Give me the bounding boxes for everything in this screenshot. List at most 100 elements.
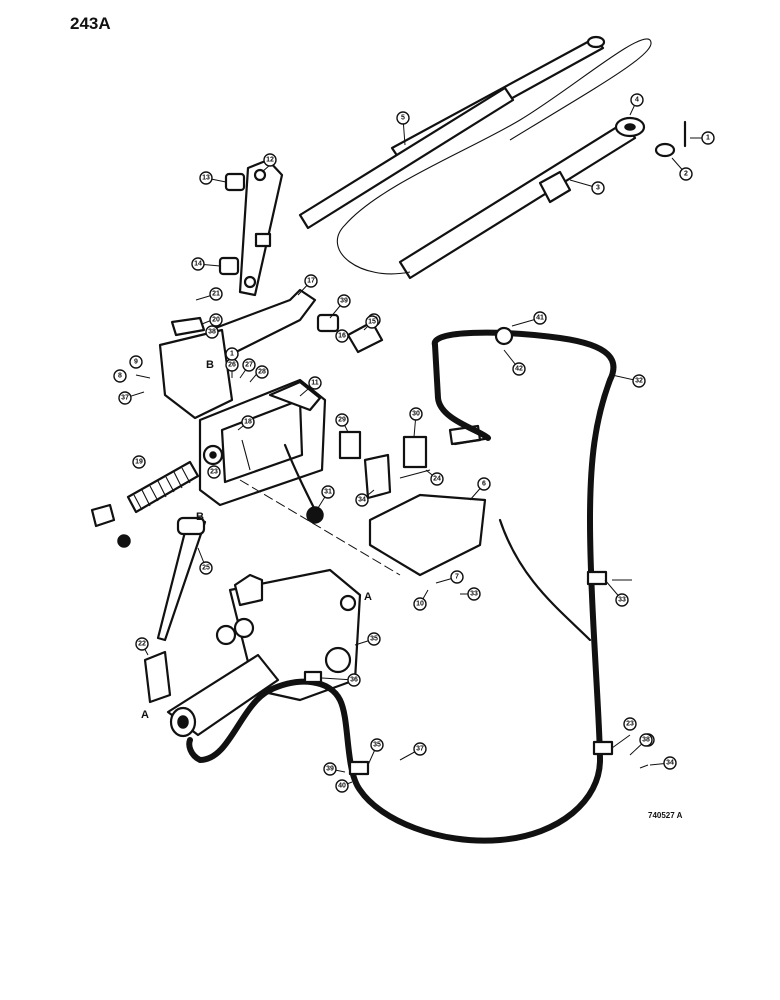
callout-3: 3 — [591, 181, 605, 195]
svg-text:27: 27 — [245, 362, 253, 369]
main-bracket — [158, 328, 327, 507]
callout-38d: 38 — [205, 325, 219, 339]
svg-text:1: 1 — [706, 135, 710, 142]
callout-20: 20 — [209, 313, 223, 327]
svg-text:34: 34 — [666, 760, 674, 767]
callout-27: 27 — [242, 358, 256, 372]
svg-text:35: 35 — [373, 742, 381, 749]
ref-letter-b-upper: B — [206, 359, 214, 371]
svg-text:18: 18 — [244, 419, 252, 426]
callout-13: 13 — [199, 171, 213, 185]
hydraulic-hoses — [186, 329, 617, 844]
svg-text:24: 24 — [433, 476, 441, 483]
callout-29: 29 — [335, 413, 349, 427]
svg-text:37: 37 — [121, 395, 129, 402]
callout-39a: 39 — [323, 762, 337, 776]
callout-12: 12 — [263, 153, 277, 167]
callout-26: 26 — [225, 358, 239, 372]
ref-letter-a-lower: A — [141, 709, 149, 721]
svg-text:38: 38 — [642, 737, 650, 744]
callout-25: 25 — [199, 561, 213, 575]
callout-33b: 33 — [467, 587, 481, 601]
svg-text:16: 16 — [338, 333, 346, 340]
svg-text:39: 39 — [326, 766, 334, 773]
plug-and-nut — [90, 503, 131, 548]
lever-assembly — [170, 158, 384, 357]
svg-text:30: 30 — [412, 411, 420, 418]
svg-text:32: 32 — [635, 378, 643, 385]
callout-21: 21 — [209, 287, 223, 301]
svg-text:21: 21 — [212, 291, 220, 298]
callout-42: 42 — [512, 362, 526, 376]
svg-text:6: 6 — [482, 481, 486, 488]
callout-7: 7 — [450, 570, 464, 584]
callout-4: 4 — [630, 93, 644, 107]
callout-37b: 37 — [118, 391, 132, 405]
svg-text:28: 28 — [258, 369, 266, 376]
svg-text:34: 34 — [358, 497, 366, 504]
callout-1: 1 — [701, 131, 715, 145]
svg-text:8: 8 — [118, 373, 122, 380]
svg-text:15: 15 — [368, 319, 376, 326]
callout-31: 31 — [321, 485, 335, 499]
callout-24: 24 — [430, 472, 444, 486]
callout-18: 18 — [241, 415, 255, 429]
control-cable-loop — [337, 38, 652, 275]
callout-34b: 34 — [355, 493, 369, 507]
svg-text:23: 23 — [626, 721, 634, 728]
svg-text:2: 2 — [684, 171, 688, 178]
ball — [306, 506, 324, 524]
svg-text:22: 22 — [138, 641, 146, 648]
svg-text:7: 7 — [455, 574, 459, 581]
svg-text:19: 19 — [135, 459, 143, 466]
svg-text:4: 4 — [635, 97, 639, 104]
callout-17: 17 — [304, 274, 318, 288]
callout-2: 2 — [679, 167, 693, 181]
svg-text:41: 41 — [536, 315, 544, 322]
ref-letter-b-lower: B — [196, 511, 204, 523]
svg-text:37: 37 — [416, 746, 424, 753]
callout-5: 5 — [396, 111, 410, 125]
svg-text:12: 12 — [266, 157, 274, 164]
svg-text:1: 1 — [230, 351, 234, 358]
callout-30: 30 — [409, 407, 423, 421]
svg-text:33: 33 — [470, 591, 478, 598]
callout-28: 28 — [255, 365, 269, 379]
svg-text:35: 35 — [370, 636, 378, 643]
link-rod — [156, 516, 207, 642]
callout-6: 6 — [477, 477, 491, 491]
alignment-line — [239, 479, 401, 576]
callout-36: 36 — [347, 673, 361, 687]
svg-text:39: 39 — [340, 298, 348, 305]
callout-41: 41 — [533, 311, 547, 325]
callout-9: 9 — [129, 355, 143, 369]
svg-text:20: 20 — [212, 317, 220, 324]
callout-37a: 37 — [413, 742, 427, 756]
switch-parts — [338, 424, 492, 500]
control-valve — [143, 568, 362, 738]
page-number: 243A — [70, 14, 111, 33]
callout-34a: 34 — [663, 756, 677, 770]
callout-23b: 23 — [207, 465, 221, 479]
svg-text:31: 31 — [324, 489, 332, 496]
svg-text:40: 40 — [338, 783, 346, 790]
svg-text:10: 10 — [416, 601, 424, 608]
hose-clamps — [303, 326, 614, 776]
svg-text:42: 42 — [515, 366, 523, 373]
callout-14: 14 — [191, 257, 205, 271]
callout-23a: 23 — [623, 717, 637, 731]
svg-text:36: 36 — [350, 677, 358, 684]
callout-leaders — [124, 99, 708, 787]
callout-22: 22 — [135, 637, 149, 651]
callout-35b: 35 — [367, 632, 381, 646]
callout-35a: 35 — [370, 738, 384, 752]
svg-text:9: 9 — [134, 359, 138, 366]
callout-11: 11 — [308, 376, 322, 390]
svg-text:25: 25 — [202, 565, 210, 572]
svg-text:11: 11 — [311, 380, 319, 387]
svg-text:13: 13 — [202, 175, 210, 182]
callout-10: 10 — [413, 597, 427, 611]
svg-text:38: 38 — [208, 329, 216, 336]
